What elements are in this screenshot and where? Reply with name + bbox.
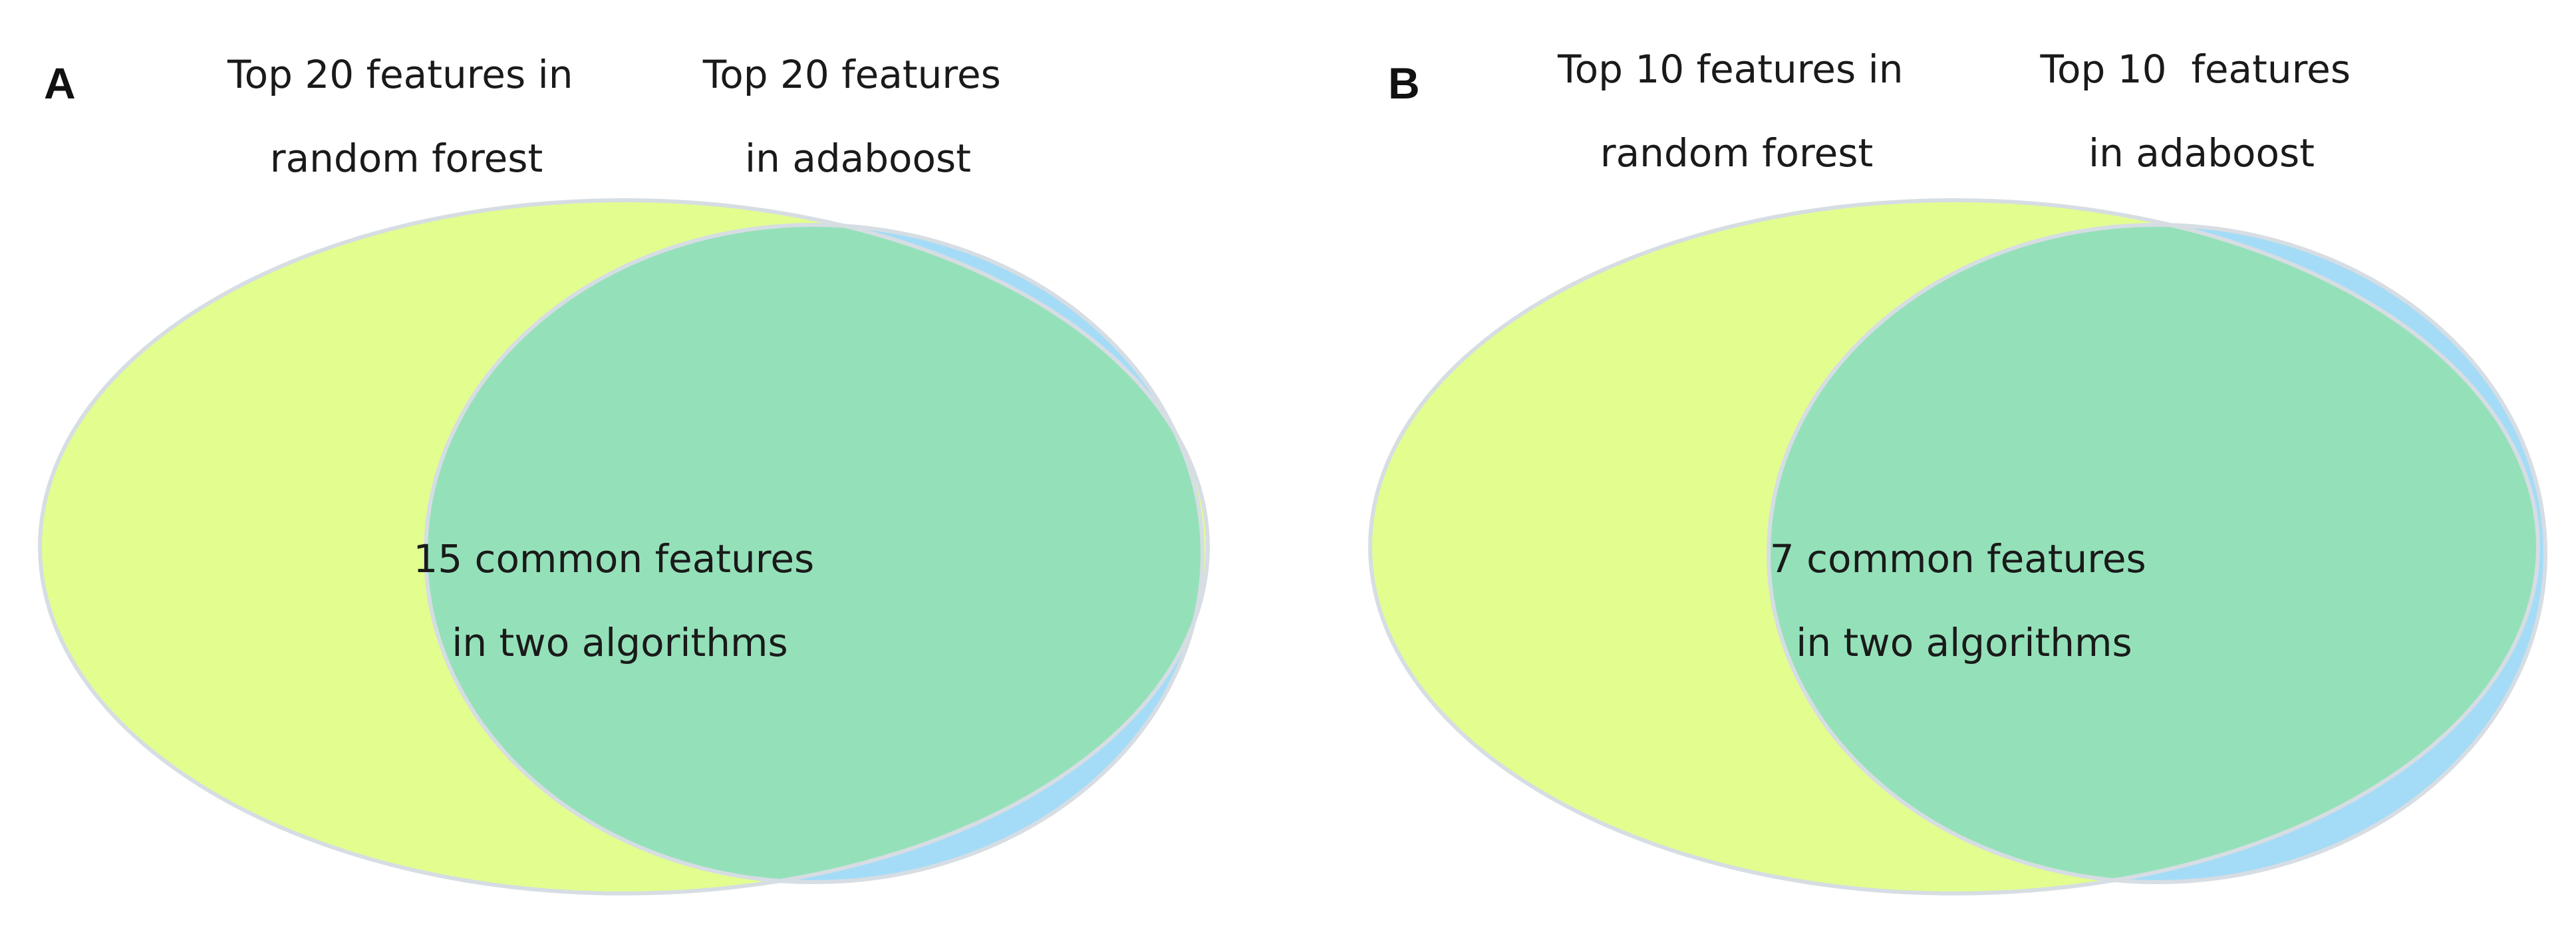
left-set-outline-a: [38, 198, 1210, 895]
right-set-outline-a: [424, 223, 1205, 884]
venn-panel-b: B Top 10 features in random forest Top 1…: [1368, 47, 2547, 895]
left-set-label-a-line1: Top 20 features in: [227, 52, 573, 97]
intersection-label-b: 7 common features in two algorithms: [1770, 536, 2158, 665]
left-set-label-a-line2: random forest: [270, 136, 543, 181]
panel-letter-a: A: [44, 59, 76, 108]
venn-panel-a: A Top 20 features in random forest Top 2…: [38, 52, 1210, 895]
left-set-label-b-line1: Top 10 features in: [1557, 47, 1903, 92]
right-set-label-a: Top 20 features in adaboost: [702, 52, 1014, 181]
right-set-label-b-line1: Top 10 features: [2039, 47, 2351, 92]
right-set-label-a-line2: in adaboost: [745, 136, 971, 181]
right-set-label-b-line2: in adaboost: [2088, 130, 2315, 176]
intersection-label-a: 15 common features in two algorithms: [413, 536, 826, 665]
panel-letter-b: B: [1388, 59, 1420, 108]
intersection-label-a-line2: in two algorithms: [452, 620, 788, 665]
left-set-label-b-line2: random forest: [1600, 130, 1874, 176]
right-set-label-b: Top 10 features in adaboost: [2039, 47, 2362, 176]
left-set-outline-b: [1368, 198, 2540, 895]
left-set-label-b: Top 10 features in random forest: [1557, 47, 1916, 176]
intersection-label-a-line1: 15 common features: [413, 536, 814, 581]
intersection-label-b-line1: 7 common features: [1770, 536, 2146, 581]
intersection-label-b-line2: in two algorithms: [1796, 620, 2132, 665]
right-set-outline-b: [1767, 223, 2547, 884]
right-set-label-a-line1: Top 20 features: [702, 52, 1001, 97]
overlap-region-b: [1769, 225, 2538, 882]
left-set-label-a: Top 20 features in random forest: [227, 52, 585, 181]
overlap-region-a: [426, 225, 1203, 882]
